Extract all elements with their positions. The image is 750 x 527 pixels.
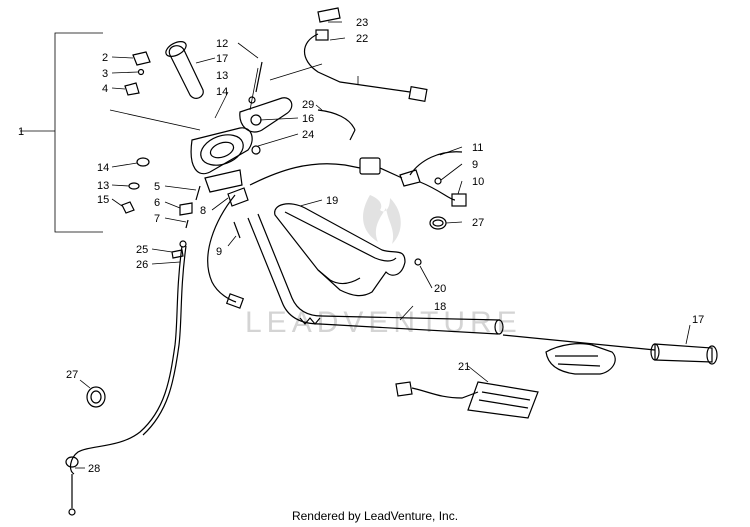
callout-9-right: 9	[472, 159, 478, 171]
part-handlebar-pad	[274, 199, 433, 297]
part-thumb-warmer	[395, 365, 539, 419]
callout-13-left: 13	[97, 180, 109, 192]
callout-3: 3	[102, 68, 108, 80]
callout-24: 24	[302, 129, 314, 141]
callout-27-right: 27	[472, 217, 484, 229]
part-small-bracket	[111, 51, 151, 96]
callout-8: 8	[200, 205, 206, 217]
callout-22: 22	[356, 33, 368, 45]
callout-21: 21	[458, 361, 470, 373]
part-throttle-cable	[65, 240, 187, 516]
callout-26: 26	[136, 259, 148, 271]
part-hose-clamp-left	[79, 379, 106, 408]
watermark-text: LEADVENTURE	[245, 306, 522, 339]
part-heater-switch	[249, 146, 467, 207]
callout-1: 1	[18, 126, 24, 138]
callout-25: 25	[136, 244, 148, 256]
footer-credit: Rendered by LeadVenture, Inc.	[291, 509, 459, 523]
part-screws	[164, 185, 201, 229]
part-switch-cable	[207, 187, 249, 309]
assembly-bracket	[20, 32, 103, 233]
callout-12: 12	[216, 38, 228, 50]
callout-18: 18	[434, 301, 446, 313]
callout-13-top: 13	[216, 70, 228, 82]
callout-16: 16	[302, 113, 314, 125]
callout-29: 29	[302, 99, 314, 111]
part-right-grip	[502, 324, 718, 365]
callout-7: 7	[154, 213, 160, 225]
callout-6: 6	[154, 197, 160, 209]
callout-5: 5	[154, 181, 160, 193]
callout-23: 23	[356, 17, 368, 29]
part-throttle-housing	[109, 67, 299, 193]
callout-17-right: 17	[692, 314, 704, 326]
callout-27-left: 27	[66, 369, 78, 381]
part-grip-heater-element	[545, 343, 616, 375]
callout-4: 4	[102, 83, 108, 95]
callout-9-left: 9	[216, 246, 222, 258]
callout-19: 19	[326, 195, 338, 207]
callout-14-left: 14	[97, 162, 109, 174]
part-throttle-screw	[237, 42, 263, 104]
part-wire-harness	[269, 7, 428, 102]
callout-10: 10	[472, 176, 484, 188]
part-hose-clamp-right	[429, 216, 463, 230]
callout-2: 2	[102, 52, 108, 64]
callout-15: 15	[97, 194, 109, 206]
callout-labels: 1 2 3 4 5 6 7 8 9 9 10 11 12 13 13 14 14…	[18, 17, 704, 475]
watermark-logo: LEADVENTURE	[245, 195, 522, 339]
callout-28: 28	[88, 463, 100, 475]
callout-11: 11	[472, 142, 483, 154]
part-ground-wire	[315, 104, 356, 141]
part-hand-grip	[165, 41, 216, 99]
part-left-hardware	[111, 157, 150, 214]
callout-14-top: 14	[216, 86, 228, 98]
part-handlebar	[247, 213, 504, 335]
callout-20: 20	[434, 283, 446, 295]
callout-17-top: 17	[216, 53, 228, 65]
